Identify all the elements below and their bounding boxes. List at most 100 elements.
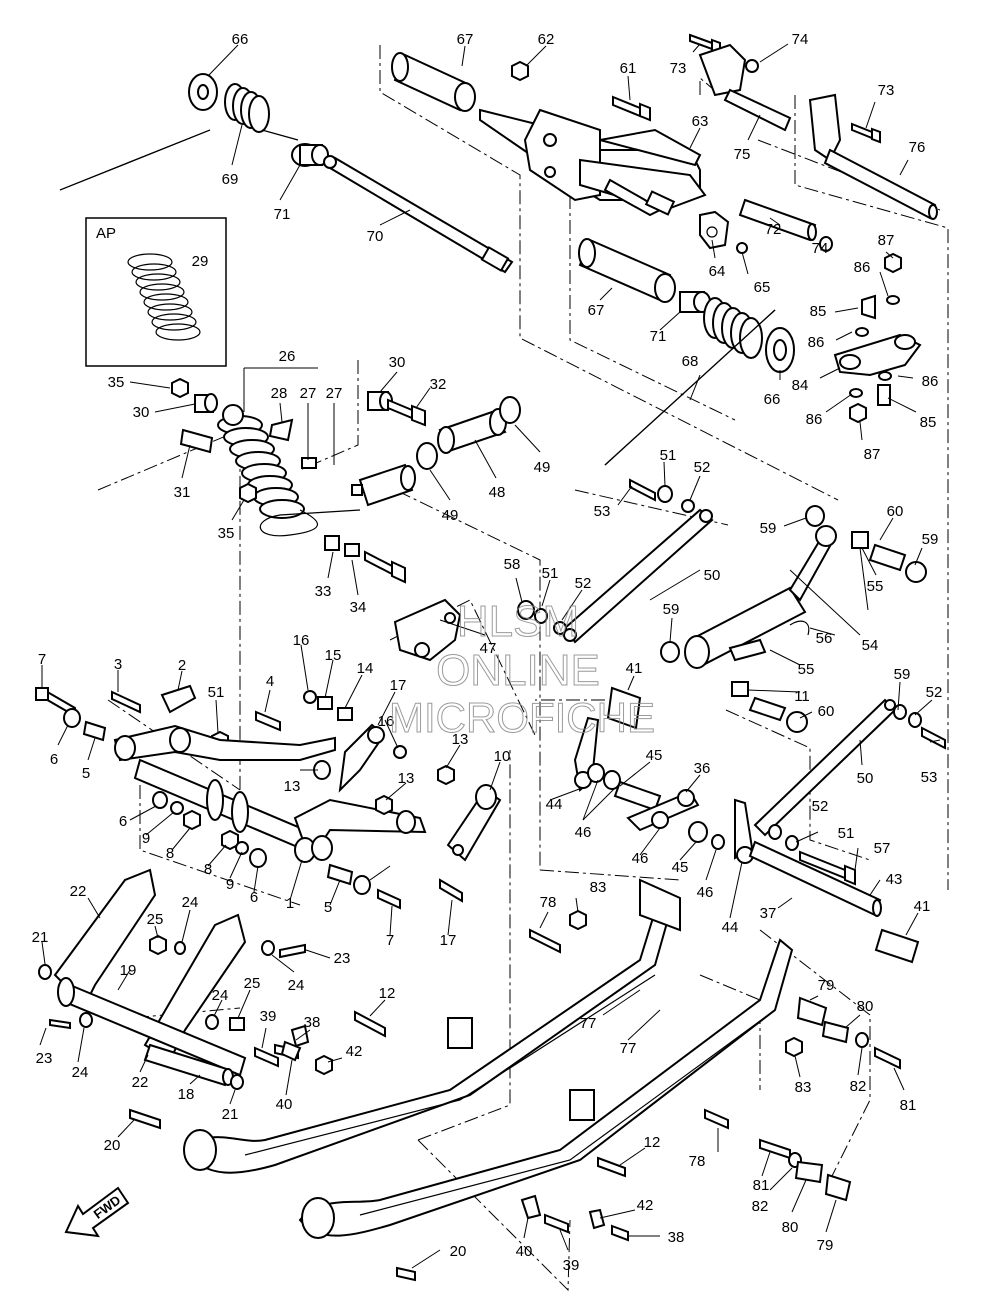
callout-label: 81 xyxy=(900,1097,917,1114)
callout-label: 52 xyxy=(812,798,829,815)
callout-label: 48 xyxy=(489,484,506,501)
callout-label: 74 xyxy=(792,31,809,48)
callout-label: 24 xyxy=(288,977,305,994)
callout-label: 51 xyxy=(660,447,677,464)
callout-label: 54 xyxy=(862,637,879,654)
forward-direction-arrow: FWD xyxy=(64,1186,130,1238)
callout-label: 45 xyxy=(646,747,663,764)
callout-label: 41 xyxy=(914,898,931,915)
callout-label: 44 xyxy=(722,919,739,936)
callout-label: 25 xyxy=(244,975,261,992)
callout-label: 59 xyxy=(894,666,911,683)
callout-label: 40 xyxy=(516,1243,533,1260)
callout-label: 55 xyxy=(798,661,815,678)
callout-label: 16 xyxy=(293,632,310,649)
callout-label: 79 xyxy=(817,1237,834,1254)
callout-label: 55 xyxy=(867,578,884,595)
callout-label: 52 xyxy=(694,459,711,476)
callout-label: 29 xyxy=(192,253,209,270)
callout-label: 24 xyxy=(212,987,229,1004)
callout-label: 81 xyxy=(753,1177,770,1194)
callout-label: 6 xyxy=(50,751,58,768)
callout-label: 85 xyxy=(810,303,827,320)
callout-label: 27 xyxy=(326,385,343,402)
callout-label: 30 xyxy=(389,354,406,371)
callout-label: 53 xyxy=(594,503,611,520)
callout-label: 21 xyxy=(32,929,49,946)
callout-label: 59 xyxy=(760,520,777,537)
callout-label: 74 xyxy=(812,240,829,257)
callout-label: 34 xyxy=(350,599,367,616)
callout-label: 49 xyxy=(442,507,459,524)
front-arm-group xyxy=(35,684,502,910)
callout-label: 13 xyxy=(398,770,415,787)
callout-label: 18 xyxy=(178,1086,195,1103)
inset-label: AP xyxy=(96,225,116,242)
callout-label: 68 xyxy=(682,353,699,370)
callout-label: 77 xyxy=(620,1040,637,1057)
callout-label: 69 xyxy=(222,171,239,188)
callout-label: 64 xyxy=(709,263,726,280)
callout-label: 83 xyxy=(795,1079,812,1096)
callout-label: 86 xyxy=(806,411,823,428)
callout-label: 84 xyxy=(792,377,809,394)
callout-label: 17 xyxy=(440,932,457,949)
callout-label: 15 xyxy=(325,647,342,664)
callout-label: 38 xyxy=(668,1229,685,1246)
callout-label: 5 xyxy=(82,765,90,782)
callout-label: 32 xyxy=(430,376,447,393)
callout-label: 12 xyxy=(379,985,396,1002)
callout-label: 71 xyxy=(650,328,667,345)
callout-label: 23 xyxy=(36,1050,53,1067)
callout-label: 12 xyxy=(644,1134,661,1151)
callout-label: 7 xyxy=(38,651,46,668)
rear-axle-group xyxy=(38,868,306,1090)
shock-spring-inset xyxy=(127,253,201,341)
callout-label: 39 xyxy=(260,1008,277,1025)
callout-label: 52 xyxy=(926,684,943,701)
callout-label: 6 xyxy=(250,889,258,906)
callout-label: 22 xyxy=(70,883,87,900)
callout-label: 21 xyxy=(222,1106,239,1123)
callout-label: 71 xyxy=(274,206,291,223)
callout-label: 60 xyxy=(887,503,904,520)
callout-label: 66 xyxy=(232,31,249,48)
callout-label: 36 xyxy=(694,760,711,777)
callout-label: 41 xyxy=(626,660,643,677)
callout-label: 40 xyxy=(276,1096,293,1113)
callout-label: 16 xyxy=(378,713,395,730)
callout-label: 82 xyxy=(752,1198,769,1215)
callout-label: 47 xyxy=(480,640,497,657)
callout-label: 46 xyxy=(632,850,649,867)
callout-label: 46 xyxy=(697,884,714,901)
callout-label: 22 xyxy=(132,1074,149,1091)
callout-label: 65 xyxy=(754,279,771,296)
callout-label: 50 xyxy=(704,567,721,584)
callout-label: 20 xyxy=(450,1243,467,1260)
callout-label: 17 xyxy=(390,677,407,694)
callout-label: 43 xyxy=(886,871,903,888)
callout-label: 57 xyxy=(874,840,891,857)
callout-label: 7 xyxy=(386,932,394,949)
callout-label: 61 xyxy=(620,60,637,77)
callout-label: 11 xyxy=(794,688,810,705)
callout-label: 27 xyxy=(300,385,317,402)
callout-label: 62 xyxy=(538,31,555,48)
callout-label: 42 xyxy=(346,1043,363,1060)
callout-label: 75 xyxy=(734,146,751,163)
callout-label: 83 xyxy=(590,879,607,896)
callout-label: 39 xyxy=(563,1257,580,1274)
callout-label: 45 xyxy=(672,859,689,876)
callout-label: 35 xyxy=(108,374,125,391)
callout-label: 80 xyxy=(782,1219,799,1236)
callout-label: 49 xyxy=(534,459,551,476)
callout-label: 73 xyxy=(878,82,895,99)
callout-label: 51 xyxy=(208,684,225,701)
watermark-line: HLSM xyxy=(457,597,579,646)
callout-label: 59 xyxy=(663,601,680,618)
slide-rails xyxy=(129,878,901,1282)
leader-lines xyxy=(39,43,941,1269)
callout-label: 76 xyxy=(909,139,926,156)
upper-rear-arm-group xyxy=(59,33,938,466)
